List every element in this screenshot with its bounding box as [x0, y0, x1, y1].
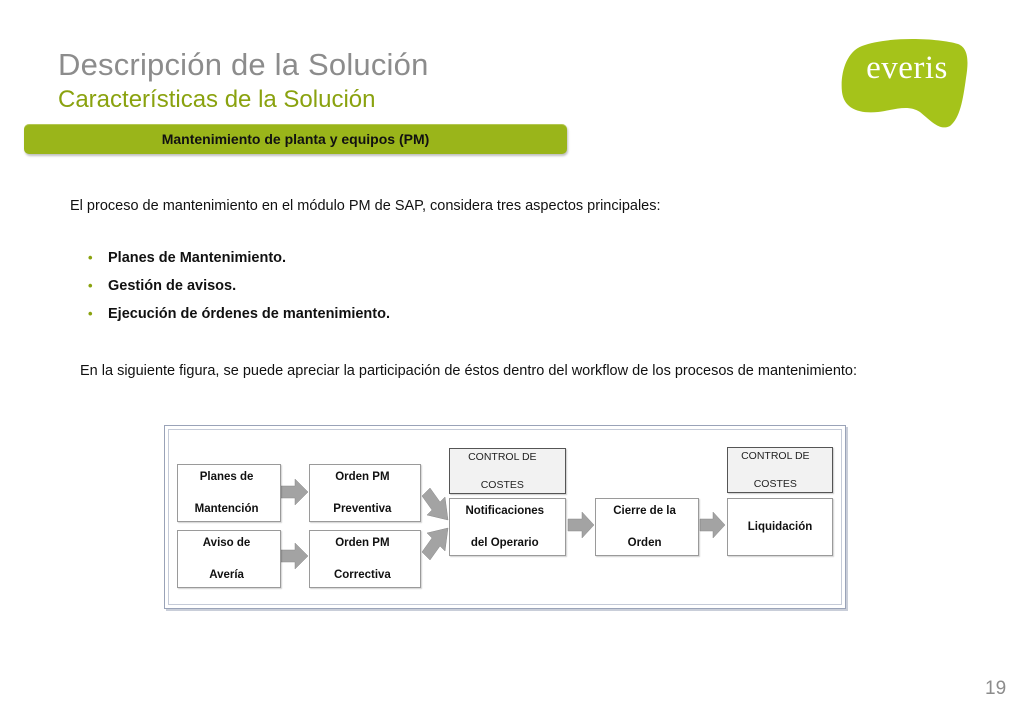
arrow-correctiva-to-notificaciones	[421, 527, 449, 561]
aspects-list: • Planes de Mantenimiento. • Gestión de av…	[88, 248, 390, 332]
box-line: del Operario	[470, 537, 539, 549]
arrow-preventiva-to-notificaciones	[421, 487, 449, 521]
box-aviso-averia: Aviso de Avería	[177, 530, 281, 588]
list-item: • Planes de Mantenimiento.	[88, 248, 390, 276]
box-line: Correctiva	[333, 569, 391, 581]
arrow-cierre-to-liquidacion	[699, 511, 726, 539]
bullet-marker: •	[88, 306, 93, 321]
box-orden-correctiva: Orden PM Correctiva	[309, 530, 421, 588]
arrow-notificaciones-to-cierre	[567, 511, 595, 539]
cost-line: COSTES	[753, 478, 797, 490]
cost-line: COSTES	[480, 479, 524, 491]
bullet-marker: •	[88, 278, 93, 293]
list-item-text: Gestión de avisos.	[108, 278, 237, 294]
slide-subtitle: Características de la Solución	[58, 86, 376, 113]
everis-logo: everis	[840, 38, 970, 130]
workflow-diagram: Planes de Mantención Aviso de Avería Orden…	[164, 425, 846, 609]
list-item-text: Planes de Mantenimiento.	[108, 250, 287, 266]
list-item: • Ejecución de órdenes de mantenimiento.	[88, 304, 390, 332]
box-planes-mantencion: Planes de Mantención	[177, 464, 281, 522]
logo-blob-shape	[841, 39, 968, 128]
box-line: Liquidación	[747, 521, 813, 533]
arrow-aviso-to-correctiva	[278, 542, 309, 570]
intro-text: El proceso de mantenimiento en el módulo…	[70, 198, 661, 214]
box-notificaciones-operario: Notificaciones del Operario	[449, 498, 566, 556]
box-line: Cierre de la	[613, 505, 676, 517]
box-line: Preventiva	[333, 503, 392, 515]
control-costes-box: CONTROL DE COSTES	[449, 448, 566, 494]
box-orden-preventiva: Orden PM Preventiva	[309, 464, 421, 522]
box-line: Avería	[209, 569, 244, 581]
box-line: Aviso de	[202, 537, 251, 549]
figure-caption: En la siguiente figura, se puede aprecia…	[80, 363, 858, 379]
box-cierre-orden: Cierre de la Orden	[595, 498, 699, 556]
arrow-planes-to-preventiva	[278, 478, 309, 506]
box-line: Mantención	[194, 503, 259, 515]
box-liquidacion: Liquidación	[727, 498, 833, 556]
section-bar: Mantenimiento de planta y equipos (PM)	[24, 124, 567, 154]
diagram-inner-frame	[168, 429, 842, 605]
logo-text: everis	[866, 50, 948, 86]
bullet-marker: •	[88, 250, 93, 265]
box-line: Orden PM	[335, 537, 390, 549]
cost-line: CONTROL DE	[468, 451, 537, 463]
page-number: 19	[985, 678, 1007, 699]
list-item-text: Ejecución de órdenes de mantenimiento.	[108, 306, 391, 322]
control-costes-box: CONTROL DE COSTES	[727, 447, 833, 493]
arrows-layer	[278, 478, 726, 570]
cost-line: CONTROL DE	[741, 450, 810, 462]
box-line: Orden	[627, 537, 662, 549]
box-line: Planes de	[199, 471, 254, 483]
slide-title: Descripción de la Solución	[58, 47, 429, 82]
list-item: • Gestión de avisos.	[88, 276, 390, 304]
box-line: Notificaciones	[465, 505, 545, 517]
box-line: Orden PM	[335, 471, 390, 483]
